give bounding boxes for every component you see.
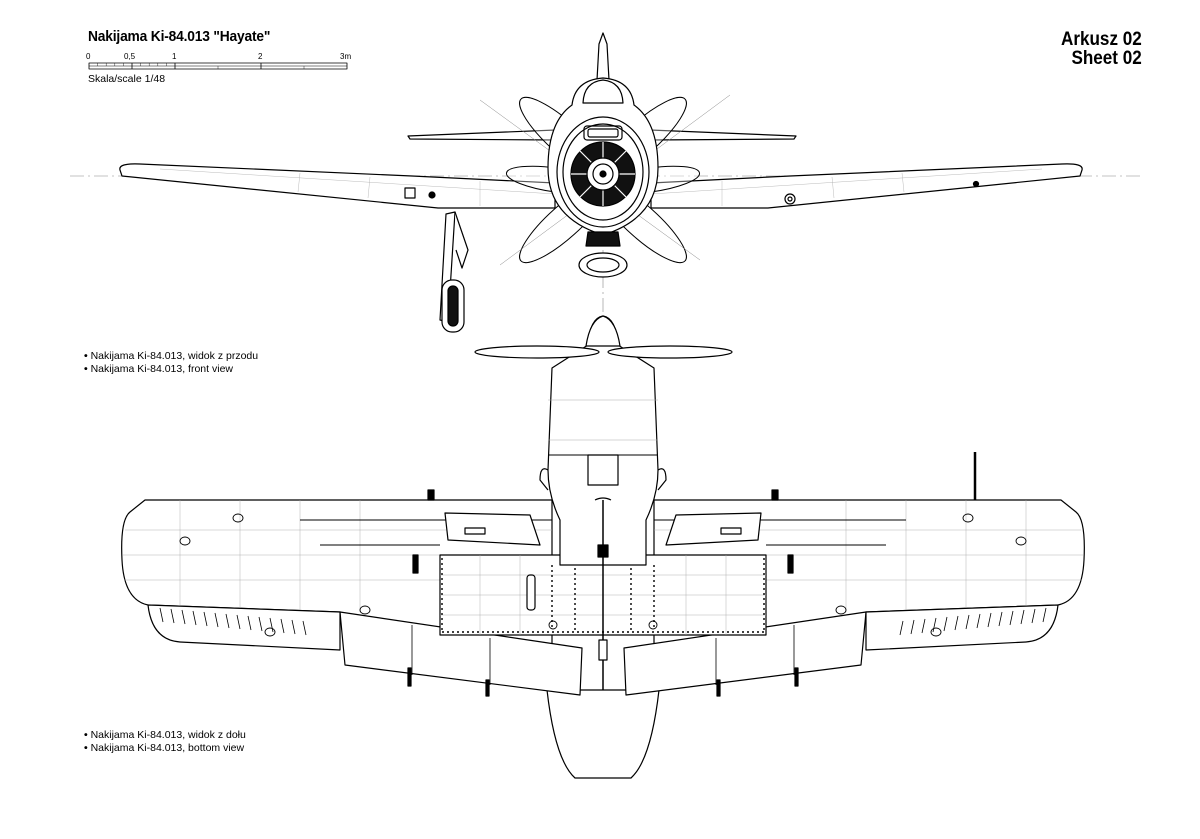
bottom-right-aileron — [865, 604, 1059, 651]
front-view-caption: Nakijama Ki-84.013, widok z przodu Nakij… — [84, 350, 259, 376]
bottom-spinner — [585, 315, 621, 347]
front-canopy — [582, 79, 624, 104]
bottom-view-caption-en: Nakijama Ki-84.013, bottom view — [84, 742, 246, 755]
scale-bar — [88, 62, 348, 70]
scale-tick-0: 0 — [86, 52, 91, 61]
front-left-wing — [119, 163, 556, 209]
bottom-view — [121, 315, 1085, 779]
bottom-left-aileron — [147, 604, 341, 651]
drawing-title: Nakijama Ki-84.013 "Hayate" — [88, 28, 271, 45]
scale-caption: Skala/scale 1/48 — [88, 73, 166, 85]
bottom-view-caption: Nakijama Ki-84.013, widok z dołu Nakijam… — [84, 729, 246, 755]
bottom-rear-fuselage — [546, 689, 660, 779]
scale-tick-3m: 3m — [340, 52, 352, 61]
sheet-label-polish: Arkusz 02 — [1061, 29, 1142, 50]
front-view-caption-pl: Nakijama Ki-84.013, widok z przodu — [84, 350, 259, 363]
front-view — [119, 32, 1083, 333]
front-view-caption-en: Nakijama Ki-84.013, front view — [84, 363, 258, 376]
bottom-propeller-blade-right — [607, 345, 733, 359]
sheet-label-english: Sheet 02 — [1071, 48, 1142, 69]
bottom-right-flap — [623, 611, 867, 696]
front-tailwheel — [578, 252, 628, 278]
bottom-propeller-blade-left — [474, 345, 600, 359]
scale-tick-2: 2 — [258, 52, 263, 61]
front-right-wing — [650, 163, 1083, 209]
scale-tick-1: 1 — [172, 52, 177, 61]
bottom-view-caption-pl: Nakijama Ki-84.013, widok z dołu — [84, 729, 246, 742]
front-fin — [596, 32, 610, 81]
sheet-number: Arkusz 02 Sheet 02 — [1061, 30, 1142, 68]
scale-tick-0-5: 0,5 — [124, 52, 136, 61]
bottom-left-flap — [339, 611, 583, 696]
